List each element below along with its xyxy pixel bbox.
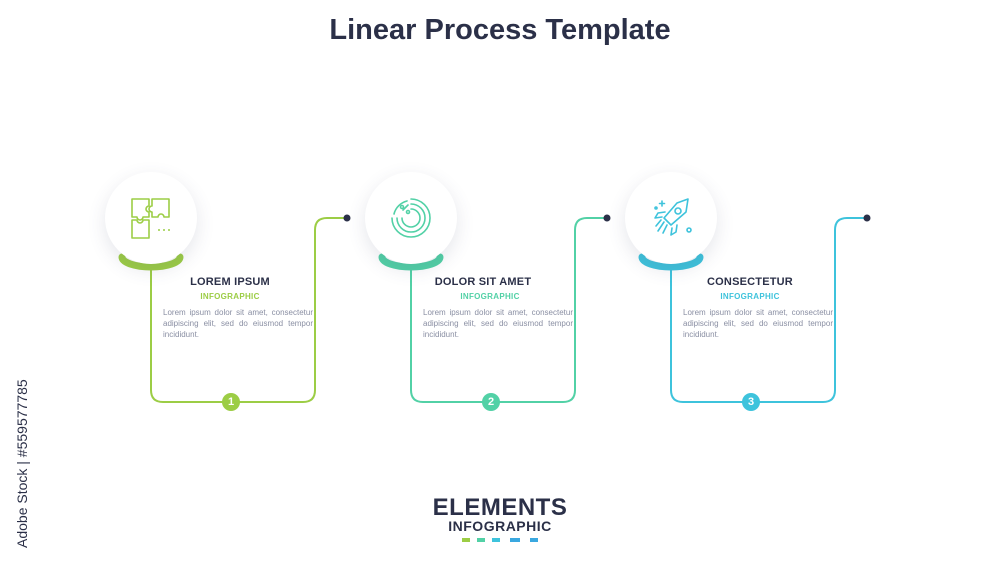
rocket-icon — [654, 198, 692, 236]
step-3-description: Lorem ipsum dolor sit amet, consectetur … — [683, 308, 833, 339]
step-3-connector — [638, 214, 871, 403]
step-3-number-badge: 3 — [742, 393, 760, 411]
step-3-title: CONSECTETUR — [707, 276, 793, 288]
brand-sub-text: INFOGRAPHIC — [448, 518, 552, 534]
brand-bar-5 — [530, 538, 538, 542]
step-3-subtitle: INFOGRAPHIC — [720, 292, 780, 301]
step-2-icon-circle — [365, 172, 457, 264]
step-2-description: Lorem ipsum dolor sit amet, consectetur … — [423, 308, 573, 339]
brand-bar-2 — [477, 538, 485, 542]
percent-chart-icon — [391, 198, 431, 238]
step-1-description: Lorem ipsum dolor sit amet, consectetur … — [163, 308, 313, 339]
step-1-connector — [118, 214, 351, 403]
brand-main-text: ELEMENTS — [432, 494, 568, 521]
brand-bar-1 — [462, 538, 470, 542]
page-title: Linear Process Template — [329, 14, 671, 46]
step-2-number-badge: 2 — [482, 393, 500, 411]
step-2-subtitle: INFOGRAPHIC — [460, 292, 520, 301]
step-1-subtitle: INFOGRAPHIC — [200, 292, 260, 301]
puzzle-icon — [131, 198, 170, 239]
step-1-number-badge: 1 — [222, 393, 240, 411]
step-1-title: LOREM IPSUM — [190, 276, 270, 288]
brand-bar-4 — [510, 538, 520, 542]
step-2-title: DOLOR SIT AMET — [434, 276, 532, 288]
step-1-icon-circle — [105, 172, 197, 264]
step-2-connector — [378, 214, 611, 403]
step-3-icon-circle — [625, 172, 717, 264]
brand-bar-3 — [492, 538, 500, 542]
